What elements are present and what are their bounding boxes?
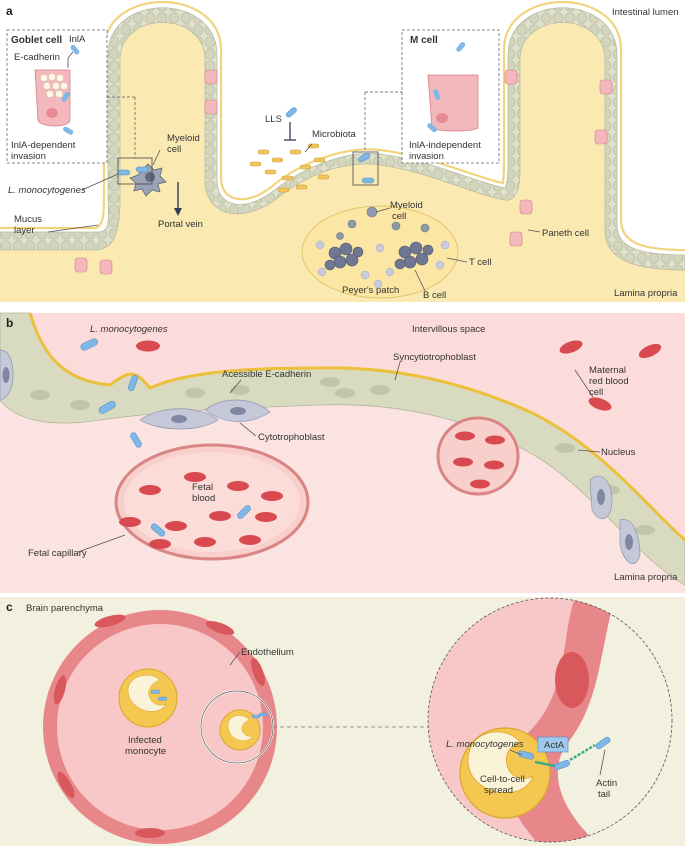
endothelial-nuclei <box>53 614 265 838</box>
myeloid-cell-a <box>129 163 167 197</box>
label-actin-tail: tail <box>598 789 610 800</box>
label-lamina-propria-b: Lamina propria <box>614 572 678 583</box>
label-b-cell: B cell <box>423 290 446 301</box>
vessel-lumen <box>57 624 263 830</box>
b-cell-cluster <box>324 241 434 271</box>
label-m-cell: M cell <box>410 35 438 46</box>
label-myeloid-cell-pp: Myeloid <box>390 200 423 211</box>
t-cells <box>315 240 450 289</box>
label-inla-dependent-2: invasion <box>11 151 46 162</box>
label-cell: cell <box>589 387 603 398</box>
goblet-cells-a <box>74 69 613 275</box>
label-paneth-cell: Paneth cell <box>542 228 589 239</box>
label-syncytiotrophoblast: Syncytiotrophoblast <box>393 352 476 363</box>
mcell-drawing <box>427 74 479 132</box>
label-myeloid-cell-2: cell <box>167 144 181 155</box>
label-maternal: Maternal <box>589 365 626 376</box>
label-fetal: Fetal <box>192 482 213 493</box>
label-l-monocytogenes-b: L. monocytogenes <box>90 324 168 335</box>
label-mucus: Mucus <box>14 214 42 225</box>
acta-box <box>537 736 569 753</box>
label-infected: Infected <box>128 735 162 746</box>
label-fetal-capillary: Fetal capillary <box>28 548 87 559</box>
label-mucus-layer: layer <box>14 225 35 236</box>
panel-a-letter: a <box>6 4 13 18</box>
label-red-blood: red blood <box>589 376 629 387</box>
label-acta: ActA <box>544 740 565 751</box>
label-portal-vein: Portal vein <box>158 219 203 230</box>
label-microbiota: Microbiota <box>312 129 357 140</box>
label-actin: Actin <box>596 778 617 789</box>
mucus-outline <box>0 0 685 252</box>
label-peyers-patch: Peyer's patch <box>342 285 399 296</box>
label-l-monocytogenes-c: L. monocytogenes <box>446 739 524 750</box>
label-brain-parenchyma: Brain parenchyma <box>26 603 104 614</box>
panel-c: c Brain parenchyma Endothelium Infected … <box>0 597 685 846</box>
label-inla: InlA <box>69 34 86 45</box>
label-inla-dependent: InlA-dependent <box>11 140 76 151</box>
listeria-b <box>80 338 251 537</box>
label-l-monocytogenes-a: L. monocytogenes <box>8 185 86 196</box>
label-cytotrophoblast: Cytotrophoblast <box>258 432 325 443</box>
label-inla-independent: InlA-independent <box>409 140 481 151</box>
label-goblet-cell: Goblet cell <box>11 35 62 46</box>
label-accessible-e-cadherin: Acessible E-cadherin <box>222 369 311 380</box>
label-t-cell: T cell <box>469 257 492 268</box>
label-intervillous-space: Intervillous space <box>412 324 485 335</box>
label-e-cadherin: E-cadherin <box>14 52 60 63</box>
panel-b: b L. monocytogenes Intervillous space Ma… <box>0 312 685 593</box>
label-lamina-propria-a: Lamina propria <box>614 288 678 299</box>
label-spread: spread <box>484 785 513 796</box>
panel-c-letter: c <box>6 600 13 614</box>
label-cell-to-cell: Cell-to-cell <box>480 774 525 785</box>
label-endothelium: Endothelium <box>241 647 294 658</box>
panel-a: a Intestinal lumen Lamina propria Goblet… <box>0 0 685 302</box>
e-cadherin-border <box>28 312 685 542</box>
label-fetal-blood: blood <box>192 493 215 504</box>
label-intestinal-lumen: Intestinal lumen <box>612 7 679 18</box>
listeria-c-zoom <box>517 736 611 770</box>
label-inla-independent-2: invasion <box>409 151 444 162</box>
red-blood-cells <box>119 340 662 549</box>
label-lls: LLS <box>265 114 282 125</box>
panel-b-letter: b <box>6 316 13 330</box>
myeloid-cells-pp <box>336 206 430 240</box>
label-nucleus: Nucleus <box>601 447 636 458</box>
label-myeloid-cell: Myeloid <box>167 133 200 144</box>
label-myeloid-cell-pp-2: cell <box>392 211 406 222</box>
label-infected-monocyte: monocyte <box>125 746 166 757</box>
